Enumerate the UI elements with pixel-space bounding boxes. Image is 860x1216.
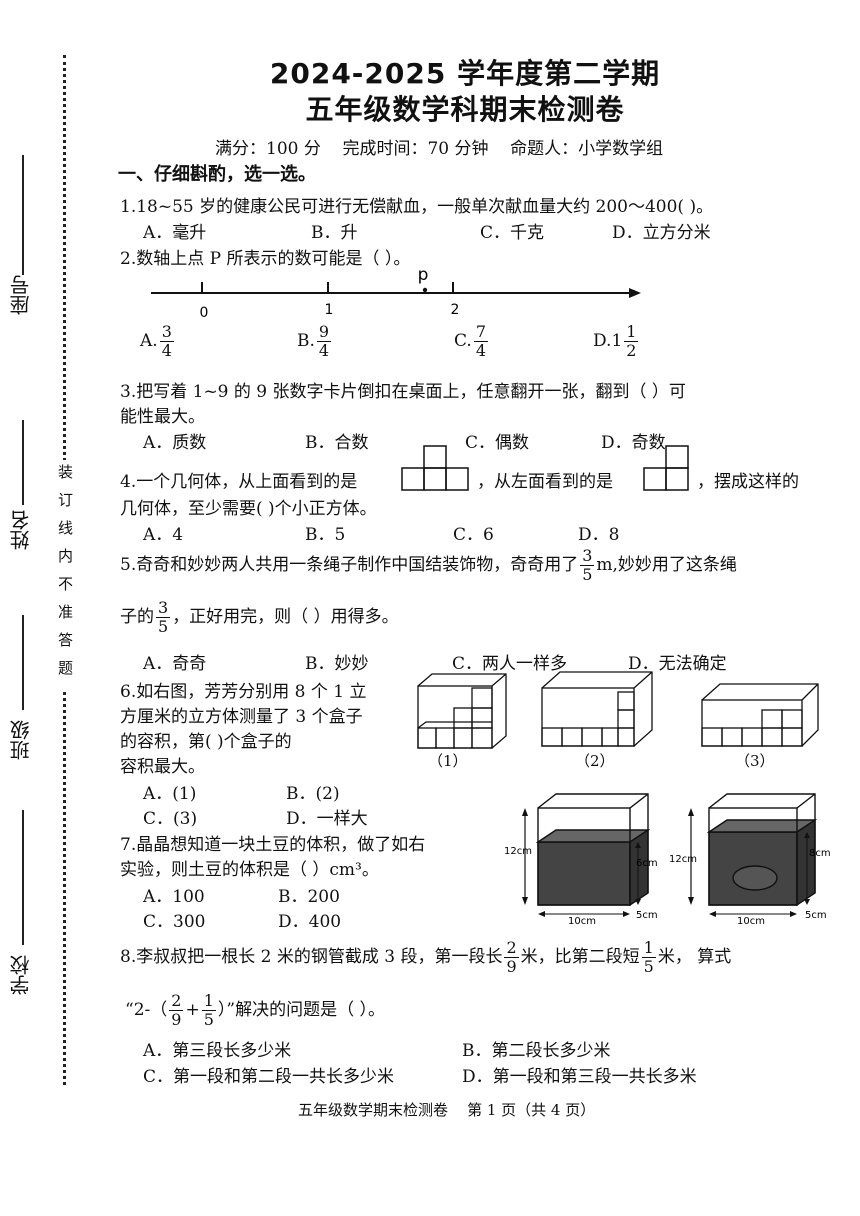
q7-line-2: 实验，则土豆的体积是（ ）cm³。 [120, 860, 379, 880]
q3-option-c: C．偶数 [465, 433, 530, 453]
q7-option-c: C．300 [143, 912, 206, 932]
q7-fig2-height: 12cm [669, 854, 697, 865]
q1-option-a: A．毫升 [143, 223, 207, 243]
q4-option-b: B．5 [305, 525, 346, 545]
q7-option-a: A．100 [143, 887, 205, 907]
q7-fig1-water: 6cm [636, 858, 658, 869]
q6-line-4: 容积最大。 [120, 757, 205, 777]
q7-fig2-depth: 5cm [805, 910, 827, 921]
q6-figure-1-label: （1） [428, 752, 468, 770]
q2-text: 2.数轴上点 P 所表示的数可能是（ ）。 [120, 249, 411, 269]
q3-option-b: B．合数 [305, 433, 369, 453]
q6-option-b: B．(2) [286, 784, 340, 804]
q6-box-3-figure [701, 683, 819, 747]
q6-figure-3-label: （3） [735, 752, 775, 770]
q2-number-line: p 0 1 2 [151, 265, 641, 321]
q4-text-3: ，摆成这样的 [697, 472, 799, 492]
section-title: 一、仔细斟酌，选一选。 [118, 164, 316, 185]
title-line-1: 2024-2025 学年度第二学期 [269, 57, 661, 90]
q7-fig1-width: 10cm [568, 916, 596, 925]
q4-text-2: ，从左面看到的是 [477, 472, 613, 492]
q4-top-view [401, 445, 469, 491]
seat-label: 座号 [9, 275, 33, 315]
q5-option-b: B．妙妙 [305, 654, 369, 674]
seat-underline [22, 155, 24, 275]
q1-option-d: D．立方分米 [612, 223, 711, 243]
q6-box-2-figure [541, 671, 653, 747]
q7-line-1: 7.晶晶想知道一块土豆的体积，做了如右 [120, 835, 426, 855]
q6-option-a: A．(1) [143, 784, 197, 804]
page-footer: 五年级数学期末检测卷 第 1 页（共 4 页） [298, 1101, 596, 1119]
name-label: 姓名 [9, 510, 33, 550]
school-underline [22, 810, 24, 945]
q1-text: 1.18~55 岁的健康公民可进行无偿献血，一般单次献血量大约 200～400(… [120, 197, 714, 217]
q6-option-d: D．一样大 [286, 809, 368, 829]
q3-line-2: 能性最大。 [120, 407, 205, 427]
binding-notice: 装订线内不准答题 [55, 460, 76, 692]
q3-option-a: A．质数 [143, 433, 207, 453]
class-label: 班级 [9, 720, 33, 760]
q4-option-a: A．4 [143, 525, 184, 545]
q7-fig1-depth: 5cm [636, 910, 658, 921]
q8-option-d: D．第一段和第三段一共长多米 [462, 1067, 697, 1087]
q5-option-a: A．奇奇 [143, 654, 207, 674]
title-line-2: 五年级数学科期末检测卷 [305, 93, 625, 126]
q7-fig1-height: 12cm [504, 846, 532, 857]
q3-option-d: D．奇数 [601, 433, 666, 453]
q8-option-c: C．第一段和第二段一共长多少米 [143, 1067, 395, 1087]
q8-option-b: B．第二段长多少米 [462, 1041, 611, 1061]
q7-container-1-figure: 12cm 6cm 10cm 5cm [504, 793, 658, 925]
q4-text-1: 4.一个几何体，从上面看到的是 [120, 472, 358, 492]
q1-option-c: C．千克 [480, 223, 545, 243]
q6-box-1-figure [417, 673, 507, 749]
q6-line-1: 6.如右图，芳芳分别用 8 个 1 立 [120, 682, 367, 702]
q4-line-2: 几何体，至少需要( )个小正方体。 [120, 499, 377, 519]
q4-option-d: D．8 [578, 525, 620, 545]
q6-figure-2-label: （2） [575, 752, 615, 770]
school-label: 学校 [9, 955, 33, 995]
q2-point-p-label: p [418, 265, 429, 285]
q6-line-3: 的容积，第( )个盒子的 [120, 732, 292, 752]
name-underline [22, 420, 24, 505]
exam-meta: 满分：100 分 完成时间：70 分钟 命题人：小学数学组 [215, 139, 664, 159]
q2-tick-0: 0 [200, 305, 209, 321]
q7-option-d: D．400 [278, 912, 342, 932]
q2-tick-2: 2 [451, 302, 460, 318]
q1-option-b: B．升 [311, 223, 358, 243]
q6-line-2: 方厘米的立方体测量了 3 个盒子 [120, 707, 363, 727]
class-underline [22, 615, 24, 710]
q8-option-a: A．第三段长多少米 [143, 1041, 292, 1061]
q7-option-b: B．200 [278, 887, 340, 907]
q4-left-view [643, 445, 689, 491]
q3-line-1: 3.把写着 1~9 的 9 张数字卡片倒扣在桌面上，任意翻开一张，翻到（ ）可 [120, 382, 686, 402]
q2-tick-1: 1 [325, 302, 334, 318]
q7-fig2-width: 10cm [737, 916, 765, 925]
q6-option-c: C．(3) [143, 809, 198, 829]
q7-container-2-figure: 12cm 8cm 10cm 5cm [669, 793, 831, 925]
q5-option-d: D．无法确定 [628, 654, 727, 674]
q5-option-c: C．两人一样多 [452, 654, 568, 674]
q7-fig2-water: 8cm [809, 848, 831, 859]
q4-option-c: C．6 [453, 525, 494, 545]
